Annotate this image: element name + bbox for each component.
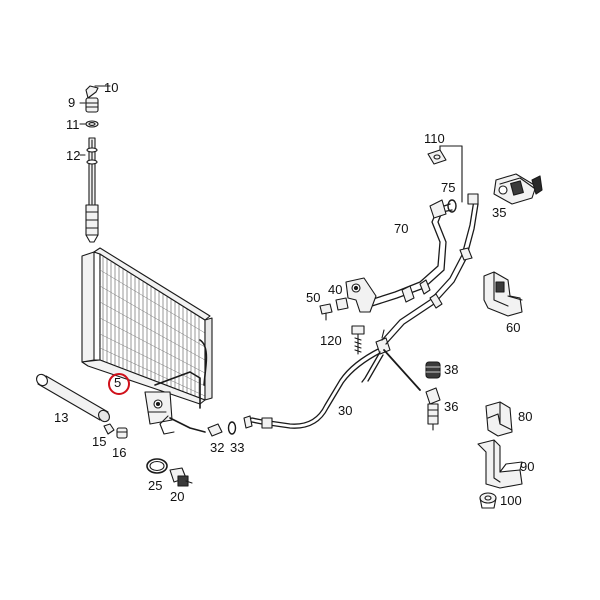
part-label-38: 38 — [444, 362, 459, 377]
part-label-40: 40 — [328, 282, 343, 297]
part-label-75: 75 — [441, 180, 456, 195]
part-label-20: 20 — [170, 489, 185, 504]
condenser-core — [81, 247, 213, 435]
part-label-32: 32 — [210, 440, 225, 455]
part-label-36: 36 — [444, 399, 459, 414]
part-label-100: 100 — [500, 493, 522, 508]
part-label-13: 13 — [54, 410, 69, 425]
part-label-120: 120 — [320, 333, 342, 348]
part-label-10: 10 — [104, 80, 119, 95]
part-label-11: 11 — [66, 117, 80, 132]
part-label-15: 15 — [92, 434, 107, 449]
drier-cap-assembly — [79, 85, 111, 243]
part-label-12: 12 — [66, 148, 81, 163]
fittings-32-33 — [207, 421, 237, 437]
top-fittings — [427, 145, 543, 213]
part-label-30: 30 — [338, 403, 353, 418]
part-label-25: 25 — [148, 478, 163, 493]
mount-80 — [485, 401, 513, 437]
bracket-60 — [483, 271, 523, 317]
part-label-110: 110 — [424, 131, 445, 146]
oring-and-sensor — [146, 458, 193, 487]
part-label-5: 5 — [114, 375, 122, 390]
grommet-100 — [479, 492, 497, 509]
hose-70 — [319, 199, 453, 355]
receiver-drier — [36, 373, 128, 439]
part-label-9: 9 — [68, 95, 76, 110]
part-label-90: 90 — [520, 459, 535, 474]
part-label-60: 60 — [506, 320, 521, 335]
service-valve-36-38 — [425, 361, 441, 431]
part-label-16: 16 — [112, 445, 127, 460]
part-label-50: 50 — [306, 290, 321, 305]
bracket-90 — [477, 439, 523, 489]
part-label-33: 33 — [230, 440, 245, 455]
part-label-35: 35 — [492, 205, 507, 220]
part-label-80: 80 — [518, 409, 533, 424]
pipe-30 — [243, 199, 479, 429]
highlight-ring-5 — [108, 373, 130, 395]
part-label-70: 70 — [394, 221, 409, 236]
